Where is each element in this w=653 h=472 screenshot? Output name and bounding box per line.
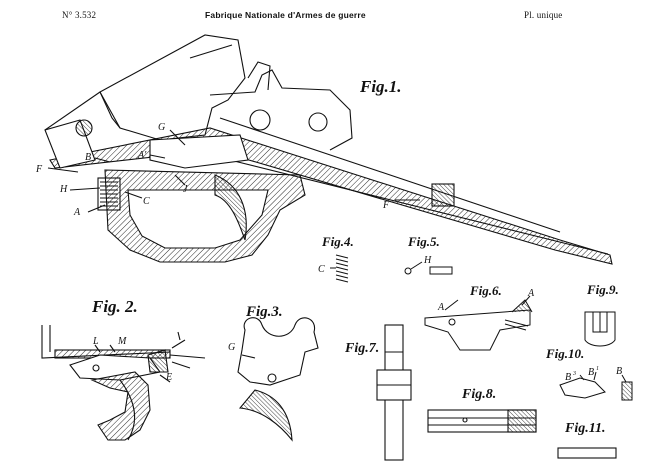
figure-10-caption: Fig.10. (545, 346, 584, 361)
fig10-label-B3-superscript: 3 (572, 371, 576, 377)
fig2-label-E: E (165, 372, 172, 383)
figure-2-caption: Fig. 2. (91, 297, 138, 316)
fig2-label-L: L (92, 336, 99, 347)
figure-5-caption: Fig.5. (407, 234, 440, 249)
figure-8-caption: Fig.8. (461, 387, 496, 402)
figure-3-caption: Fig.3. (245, 304, 283, 320)
fig10-label-B1: B (588, 367, 594, 378)
fig2-label-M: M (117, 336, 127, 347)
fig1-label-J: J (183, 184, 188, 195)
fig4-label-C: C (318, 264, 325, 275)
figure-6-caption: Fig.6. (469, 283, 502, 298)
patent-title: Fabrique Nationale d'Armes de guerre (205, 10, 366, 20)
figure-11-caption: Fig.11. (564, 421, 605, 436)
fig10-label-B1-superscript: 1 (596, 366, 599, 372)
figure-9-caption: Fig.9. (586, 282, 619, 297)
fig10-label-B3: B (565, 372, 571, 383)
figure-4-drawing (330, 254, 349, 283)
patent-number: N° 3.532 (62, 10, 97, 20)
figure-2-drawing (41, 325, 206, 441)
figure-7-drawing (376, 324, 412, 461)
fig1-label-F2: F (382, 200, 390, 211)
figure-11-drawing (557, 447, 617, 459)
fig6-label-A2: A (527, 288, 535, 299)
fig3-label-G: G (228, 342, 235, 353)
fig1-label-H: H (59, 184, 68, 195)
fig1-label-A: A (73, 207, 81, 218)
figure-9-drawing (584, 311, 616, 347)
figure-10-drawing (559, 371, 633, 401)
fig1-label-A1: A' (137, 150, 147, 161)
figure-5-drawing (404, 261, 453, 275)
figure-6-drawing (424, 295, 533, 351)
figure-1-caption: Fig.1. (359, 77, 402, 96)
fig1-label-B: B (85, 152, 91, 163)
figure-7-caption: Fig.7. (344, 341, 379, 356)
fig5-label-H: H (423, 255, 432, 266)
figure-1-drawing (44, 34, 613, 265)
figure-4-caption: Fig.4. (321, 234, 354, 249)
figure-3-drawing (237, 317, 319, 442)
fig1-label-C: C (143, 196, 150, 207)
fig1-label-F: F (35, 164, 43, 175)
figure-8-drawing (427, 409, 537, 433)
fig6-label-A: A (437, 302, 445, 313)
fig10-label-B: B (616, 366, 622, 377)
plate-label: Pl. unique (524, 10, 563, 20)
fig1-label-G: G (158, 122, 165, 133)
